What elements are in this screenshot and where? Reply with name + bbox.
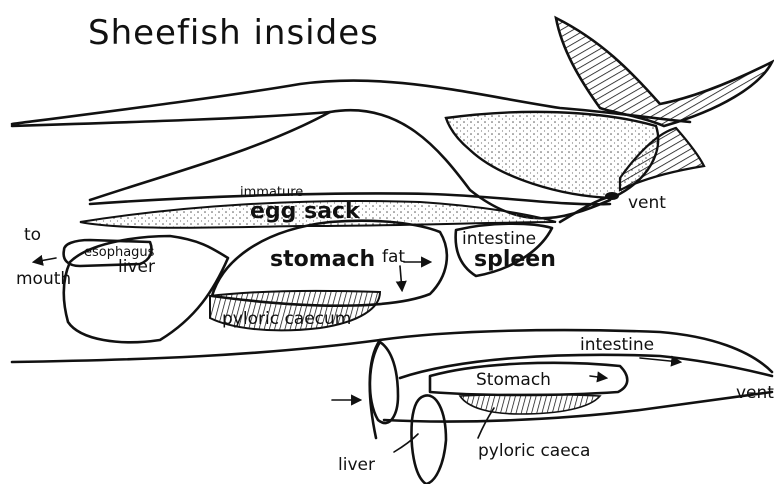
label-to: to — [24, 225, 41, 245]
inset-label-liver: liver — [338, 455, 375, 475]
inset-label-pyloric-caeca: pyloric caeca — [478, 441, 590, 461]
label-pyloric-caecum: pyloric caecum — [222, 309, 351, 329]
inset-pyloric-caeca — [460, 395, 600, 415]
fat-arrow-down — [400, 266, 402, 290]
main-diagram: to mouth esophagus liver immature egg sa… — [12, 18, 772, 362]
label-spleen: spleen — [474, 247, 556, 272]
label-vent: vent — [628, 193, 666, 213]
diagram-title: Sheefish insides — [88, 13, 379, 53]
label-stomach: stomach — [270, 247, 375, 272]
inset-head — [370, 342, 398, 423]
inset-label-stomach: Stomach — [476, 370, 551, 390]
inset-caeca-pointer — [478, 408, 494, 438]
inset-stomach-arrow — [590, 376, 606, 378]
inset-liver — [412, 395, 446, 484]
label-egg-sack: egg sack — [250, 199, 361, 224]
label-immature: immature — [240, 185, 303, 200]
to-mouth-arrow — [34, 258, 56, 262]
label-fat: fat — [382, 247, 405, 267]
label-liver: liver — [118, 257, 155, 277]
inset-diagram: intestine Stomach vent liver pyloric cae… — [332, 330, 774, 484]
inset-label-intestine: intestine — [580, 335, 654, 355]
label-intestine: intestine — [462, 229, 536, 249]
body-ventral-outline — [12, 340, 380, 362]
inset-label-vent: vent — [736, 383, 774, 403]
inset-liver-pointer — [394, 434, 418, 452]
label-mouth: mouth — [16, 269, 71, 289]
inset-intestine — [400, 355, 772, 378]
